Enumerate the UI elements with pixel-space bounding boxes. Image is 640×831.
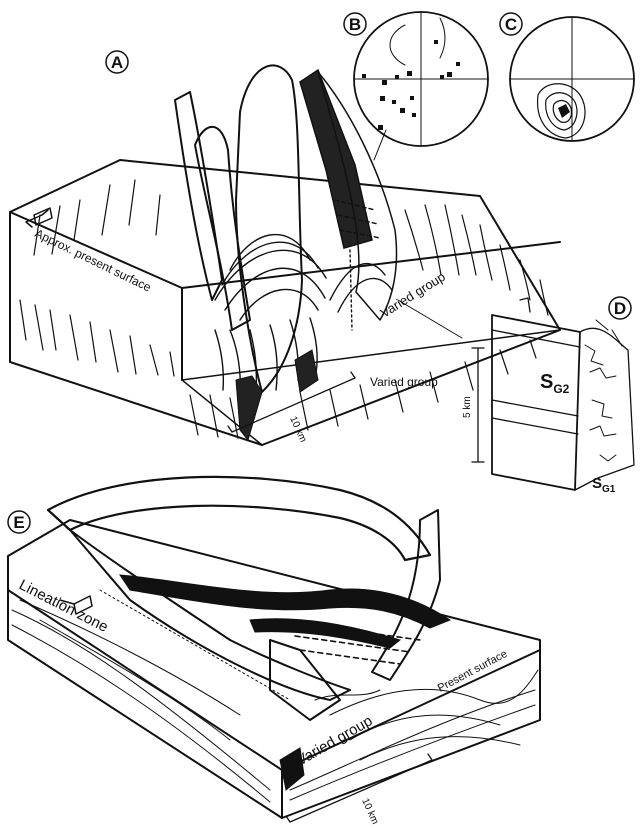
panel-a-left-lobe-1 — [175, 92, 222, 300]
svg-text:D: D — [614, 299, 626, 318]
panel-b-stereonet: B — [344, 12, 488, 160]
panel-a-central-lobe — [236, 65, 302, 392]
panel-d-scale-bar — [472, 348, 484, 462]
panel-b-letter-badge: B — [344, 13, 366, 35]
panel-c-stereonet: C — [500, 13, 634, 141]
svg-text:C: C — [505, 15, 517, 34]
panel-a-present-surface-label: Approx. present surface — [33, 226, 154, 295]
panel-e-scale-label: 10 km — [359, 797, 380, 826]
svg-text:E: E — [13, 513, 24, 532]
panel-e-block-outline — [8, 520, 540, 818]
panel-d-sg1-label: SG1 — [592, 475, 616, 495]
north-arrow-icon — [26, 208, 52, 227]
panel-d-section: SG2 SG1 5 km D — [462, 297, 634, 495]
panel-c-letter-badge: C — [500, 13, 522, 35]
panel-a-letter-badge: A — [106, 51, 128, 73]
panel-c-max-contour — [558, 104, 570, 118]
svg-text:A: A — [111, 53, 123, 72]
panel-e-dark-bands — [120, 575, 450, 790]
panel-d-fold-scribbles — [585, 320, 622, 461]
panel-e-varied-group-label: Varied group — [294, 712, 376, 769]
panel-e-present-surface-label: Present surface — [436, 648, 510, 695]
panel-a-dark-root — [236, 376, 262, 440]
panel-a-varied-group-label-upper: Varied group — [378, 269, 448, 321]
panel-b-pole-points — [362, 40, 460, 130]
panel-a-varied-group-label-lower: Varied group — [370, 375, 438, 389]
panel-e-letter-badge: E — [8, 511, 30, 533]
panel-d-sg2-label: SG2 — [540, 371, 570, 396]
panel-e: Lineation zone Present surface Varied gr… — [8, 477, 540, 826]
panel-d-letter-badge: D — [609, 297, 631, 319]
panel-d-scale-label: 5 km — [462, 396, 473, 418]
svg-text:B: B — [349, 15, 361, 34]
panel-e-nappe-outline — [48, 477, 430, 560]
